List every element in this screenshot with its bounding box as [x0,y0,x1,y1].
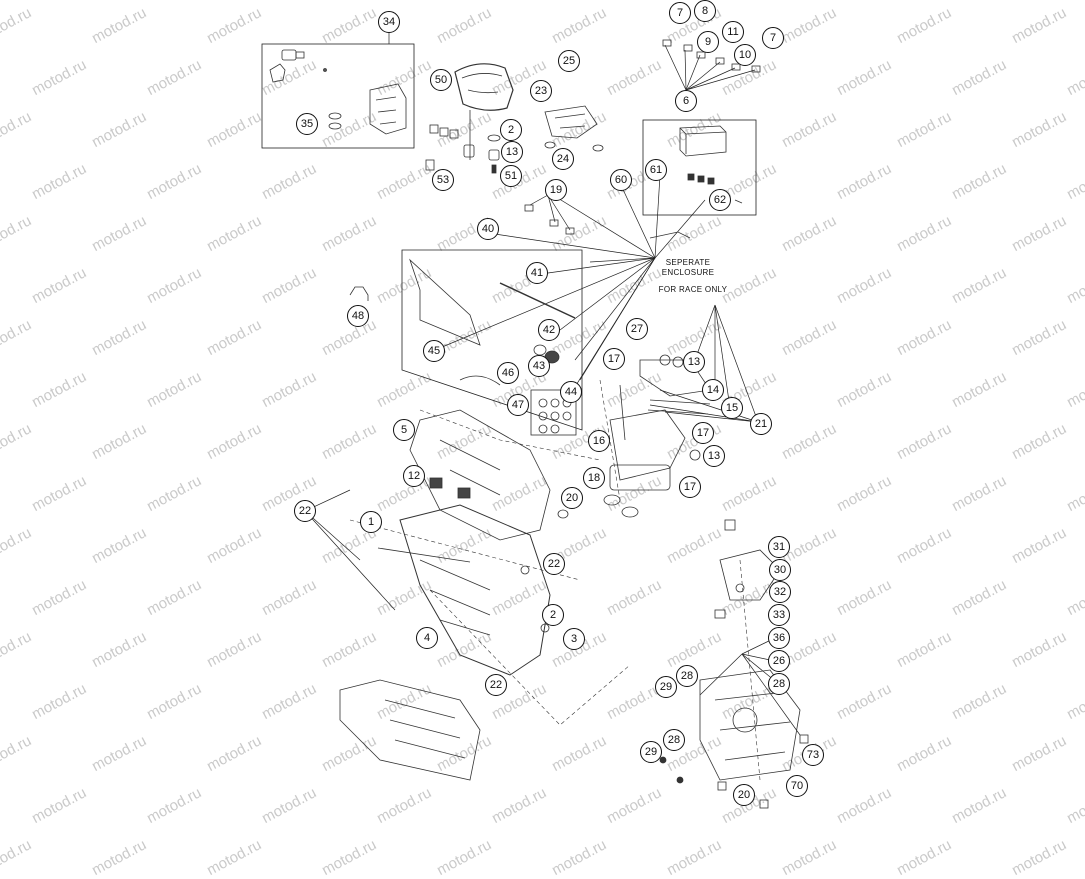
part-14-bracket [639,354,711,415]
callout-part-20[interactable]: 20 [733,784,755,806]
callout-part-19[interactable]: 19 [545,179,567,201]
part-60-cable [649,231,691,239]
callout-part-60[interactable]: 60 [610,169,632,191]
callout-part-30[interactable]: 30 [769,559,791,581]
note-for-race-only: FOR RACE ONLY [658,285,728,294]
watermark-text: motod.ru [663,836,725,879]
watermark-text: motod.ru [318,836,380,879]
callout-part-22[interactable]: 22 [543,553,565,575]
watermark-text: motod.ru [778,836,840,879]
callout-part-17[interactable]: 17 [679,476,701,498]
part-lower-housing [339,679,481,781]
callout-part-20[interactable]: 20 [561,487,583,509]
callout-part-16[interactable]: 16 [588,430,610,452]
callout-part-6[interactable]: 6 [675,90,697,112]
callout-part-36[interactable]: 36 [768,627,790,649]
callout-part-70[interactable]: 70 [786,775,808,797]
callout-part-5[interactable]: 5 [393,419,415,441]
callout-part-61[interactable]: 61 [645,159,667,181]
callout-part-27[interactable]: 27 [626,318,648,340]
callout-part-12[interactable]: 12 [403,465,425,487]
watermark-text: motod.ru [893,836,955,879]
callout-part-24[interactable]: 24 [552,148,574,170]
watermark-text: motod.ru [548,836,610,879]
callout-part-9[interactable]: 9 [697,31,719,53]
callout-part-28[interactable]: 28 [676,665,698,687]
watermark-text: motod.ru [0,836,35,879]
part-5-upper-frame [409,409,569,541]
callout-part-17[interactable]: 17 [603,348,625,370]
callout-part-23[interactable]: 23 [530,80,552,102]
callout-part-73[interactable]: 73 [802,744,824,766]
callout-part-13[interactable]: 13 [501,141,523,163]
callout-part-1[interactable]: 1 [360,511,382,533]
callout-part-11[interactable]: 11 [722,21,744,43]
callout-part-21[interactable]: 21 [750,413,772,435]
callout-part-13[interactable]: 13 [703,445,725,467]
part-23-bracket [544,105,604,152]
callout-part-29[interactable]: 29 [640,741,662,763]
callout-part-25[interactable]: 25 [558,50,580,72]
callout-part-48[interactable]: 48 [347,305,369,327]
watermark-text: motod.ru [1008,836,1070,879]
callout-part-51[interactable]: 51 [500,165,522,187]
part-19-plugs [524,204,575,235]
parts-6-11-studs [662,39,761,73]
inset-box-40 [401,249,583,436]
callout-part-17[interactable]: 17 [692,422,714,444]
part-16-bracket [609,384,701,481]
callout-part-43[interactable]: 43 [528,355,550,377]
callout-part-33[interactable]: 33 [768,604,790,626]
callout-part-22[interactable]: 22 [294,500,316,522]
part-18-row [603,464,671,518]
note-separate-enclosure: SEPERATE ENCLOSURE [661,258,715,277]
callout-part-62[interactable]: 62 [709,189,731,211]
watermark-text: motod.ru [88,836,150,879]
callout-part-42[interactable]: 42 [538,319,560,341]
callout-part-13[interactable]: 13 [683,351,705,373]
callout-part-4[interactable]: 4 [416,627,438,649]
callout-part-35[interactable]: 35 [296,113,318,135]
callout-part-40[interactable]: 40 [477,218,499,240]
callout-part-44[interactable]: 44 [560,381,582,403]
callout-part-18[interactable]: 18 [583,467,605,489]
callout-part-50[interactable]: 50 [430,69,452,91]
callout-part-28[interactable]: 28 [663,729,685,751]
inset-box-34 [261,43,415,149]
callout-part-31[interactable]: 31 [768,536,790,558]
callout-part-28[interactable]: 28 [768,673,790,695]
watermark-text: motod.ru [203,836,265,879]
callout-part-3[interactable]: 3 [563,628,585,650]
callout-part-2[interactable]: 2 [542,604,564,626]
watermark-text: motod.ru [433,836,495,879]
part-53-clips [425,124,459,171]
part-48-spring [349,286,369,301]
callout-part-46[interactable]: 46 [497,362,519,384]
callout-part-14[interactable]: 14 [702,379,724,401]
callout-part-10[interactable]: 10 [734,44,756,66]
callout-part-29[interactable]: 29 [655,676,677,698]
part-4-main-frame [377,504,551,676]
inset-box-60 [642,119,757,216]
callout-part-47[interactable]: 47 [507,394,529,416]
callout-part-22[interactable]: 22 [485,674,507,696]
callout-part-8[interactable]: 8 [694,0,716,22]
callout-part-41[interactable]: 41 [526,262,548,284]
callout-part-53[interactable]: 53 [432,169,454,191]
callout-part-32[interactable]: 32 [769,581,791,603]
exploded-parts-diagram [261,33,809,809]
callout-part-7[interactable]: 7 [762,27,784,49]
callout-part-34[interactable]: 34 [378,11,400,33]
callout-part-7[interactable]: 7 [669,2,691,24]
callout-part-2[interactable]: 2 [500,119,522,141]
part-50-meter-housing [454,63,514,174]
callout-part-45[interactable]: 45 [423,340,445,362]
callout-part-15[interactable]: 15 [721,397,743,419]
callout-part-26[interactable]: 26 [768,650,790,672]
